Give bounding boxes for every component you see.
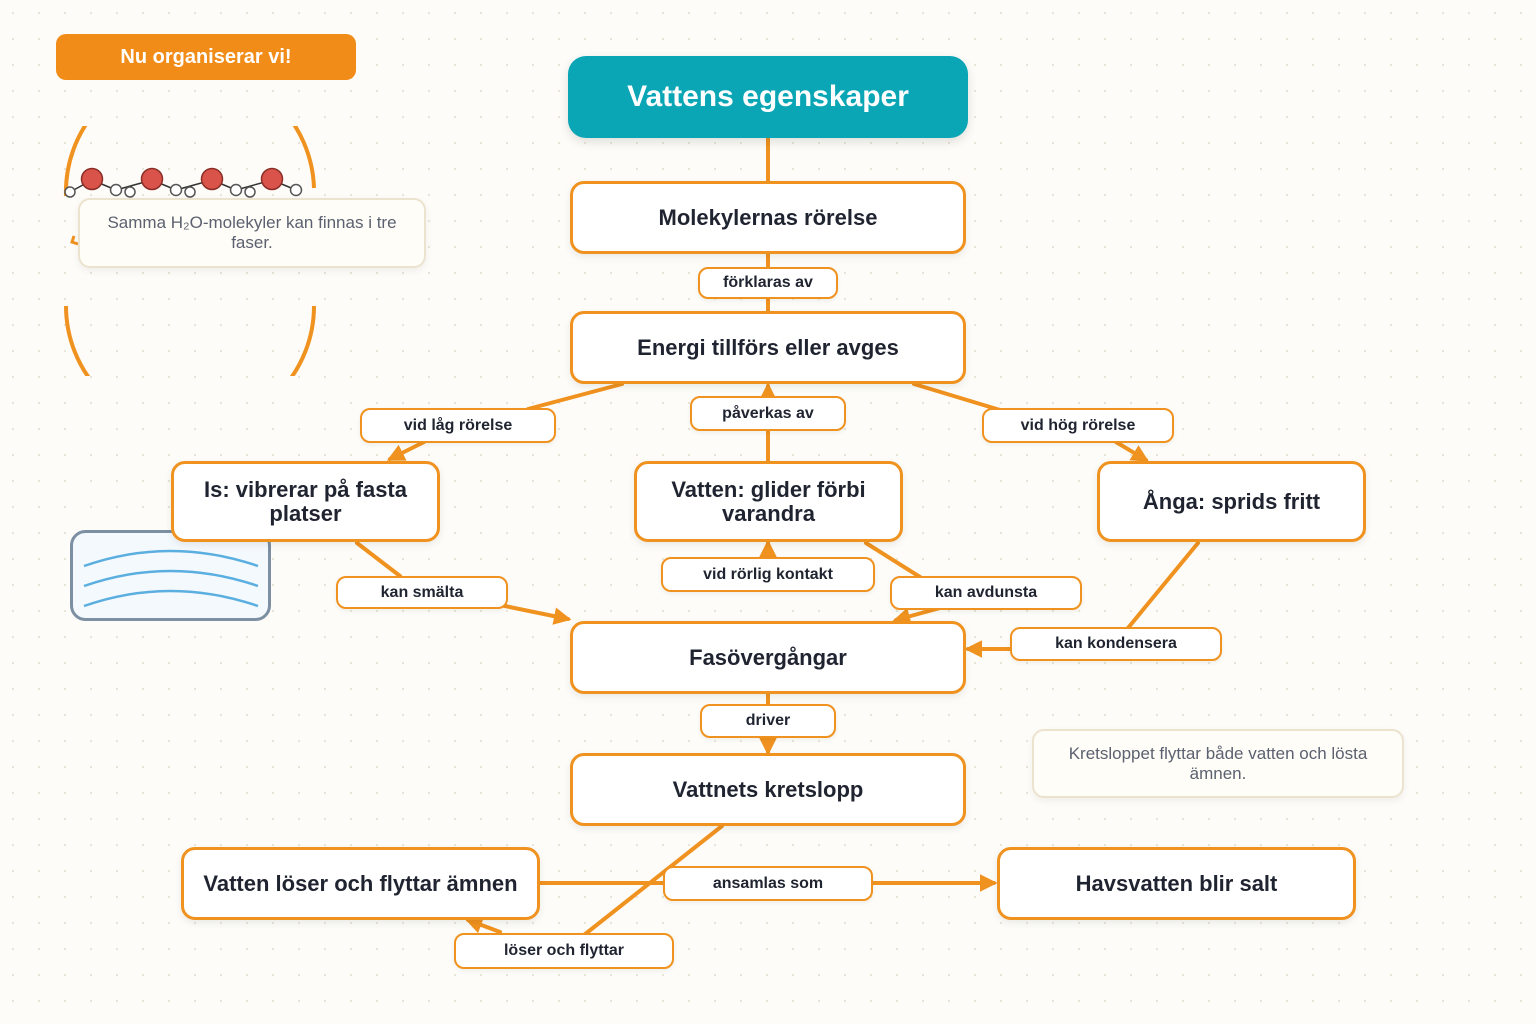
edge-cycle-to-loser bbox=[582, 824, 724, 937]
edge-steam-to-condense bbox=[1126, 541, 1200, 630]
edge-energy-to-ice bbox=[526, 382, 624, 411]
edge-melt-to-phase bbox=[498, 603, 572, 625]
edge-label-high-motion: vid hög rörelse bbox=[982, 408, 1174, 443]
edge-label-drives: driver bbox=[700, 704, 836, 738]
edge-label-can-melt: kan smälta bbox=[336, 576, 508, 609]
node-ice[interactable]: Is: vibrerar på fasta platser bbox=[171, 461, 440, 542]
edge-label-can-evaporate: kan avdunsta bbox=[890, 576, 1082, 610]
section-badge: Nu organiserar vi! bbox=[56, 34, 356, 80]
node-dissolve[interactable]: Vatten löser och flyttar ämnen bbox=[181, 847, 540, 920]
edge-energy-to-ice-tail bbox=[386, 440, 426, 461]
edge-label-explained-by: förklaras av bbox=[698, 267, 838, 299]
edge-ice-to-melt bbox=[355, 541, 402, 578]
edge-energy-to-steam-tail bbox=[1114, 440, 1150, 462]
node-sea-salt[interactable]: Havsvatten blir salt bbox=[997, 847, 1356, 920]
edge-evap-to-phase bbox=[892, 606, 942, 625]
edge-energy-to-steam bbox=[912, 382, 1002, 412]
node-energy[interactable]: Energi tillförs eller avges bbox=[570, 311, 966, 384]
node-steam[interactable]: Ånga: sprids fritt bbox=[1097, 461, 1366, 542]
edge-label-can-condense: kan kondensera bbox=[1010, 627, 1222, 661]
water-waves-icon bbox=[70, 530, 271, 621]
edge-label-affected-by: påverkas av bbox=[690, 396, 846, 431]
node-phase-transitions[interactable]: Fasövergångar bbox=[570, 621, 966, 694]
diagram-title: Vattens egenskaper bbox=[568, 56, 968, 138]
edge-label-accumulates-as: ansamlas som bbox=[663, 866, 873, 901]
edge-loser-to-dissolve bbox=[464, 916, 502, 934]
node-water[interactable]: Vatten: glider förbi varandra bbox=[634, 461, 903, 542]
node-molecules[interactable]: Molekylernas rörelse bbox=[570, 181, 966, 254]
edge-label-mobile-contact: vid rörlig kontakt bbox=[661, 557, 875, 592]
edge-label-dissolves-moves: löser och flyttar bbox=[454, 933, 674, 969]
node-water-cycle[interactable]: Vattnets kretslopp bbox=[570, 753, 966, 826]
molecules-note: Samma H₂O-molekyler kan finnas i tre fas… bbox=[78, 198, 426, 268]
water-molecule-chain-icon bbox=[63, 126, 316, 376]
edge-label-low-motion: vid låg rörelse bbox=[360, 408, 556, 443]
edge-water-to-evap bbox=[864, 541, 922, 579]
cycle-note: Kretsloppet flyttar både vatten och löst… bbox=[1032, 729, 1404, 798]
